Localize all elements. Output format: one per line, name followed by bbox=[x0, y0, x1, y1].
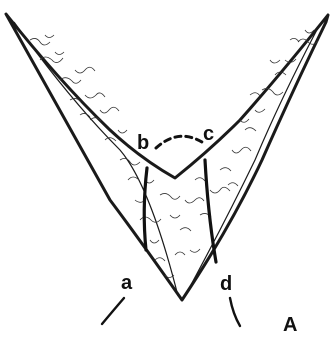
point-label-d: d bbox=[220, 273, 232, 295]
point-label-a: a bbox=[121, 272, 133, 294]
panel-label: A bbox=[283, 314, 297, 336]
curve-below-a bbox=[102, 298, 124, 324]
incision-line-right bbox=[205, 160, 216, 262]
v-flap-inner-edge-left bbox=[14, 22, 178, 296]
flap-texture bbox=[30, 30, 318, 278]
dashed-arc-bc bbox=[156, 136, 202, 148]
incision-line-left bbox=[144, 168, 147, 250]
point-label-b: b bbox=[137, 132, 149, 154]
curve-below-d bbox=[230, 298, 240, 326]
point-label-c: c bbox=[203, 123, 214, 145]
